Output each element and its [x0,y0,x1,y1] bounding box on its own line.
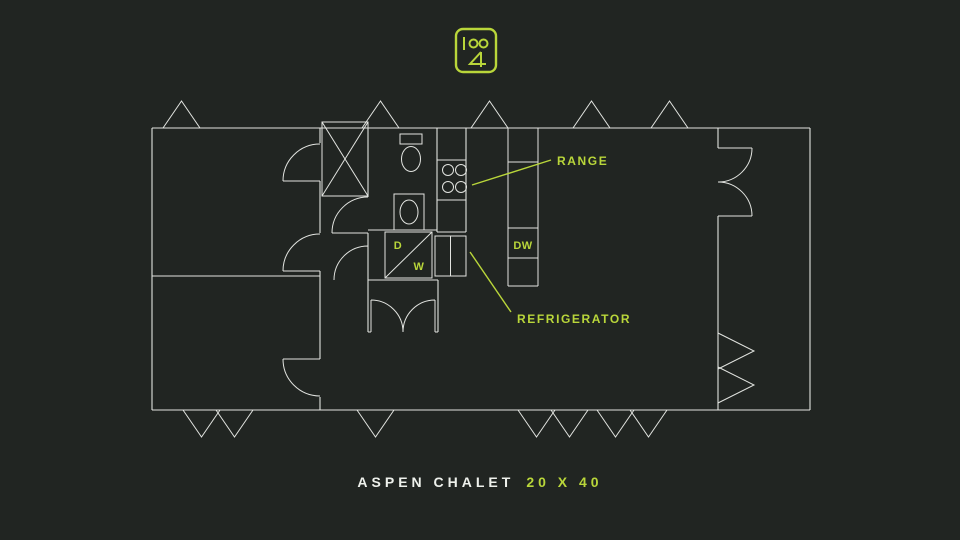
plan-caption: ASPEN CHALET 20 X 40 [0,474,960,490]
fixtures [321,121,539,287]
exterior-walls [151,127,811,411]
range-label: RANGE [557,154,608,168]
plan-title: ASPEN CHALET [357,474,515,490]
range-leader-line [471,159,552,186]
bathroom-vanity [393,193,425,231]
dryer-label: D [394,240,402,252]
windows-right [717,332,756,404]
refrigerator-fixture [434,235,467,277]
windows-bottom [182,409,668,438]
shower-stall [321,121,369,197]
brand-logo-icon [454,27,498,74]
kitchen-island-counter [507,128,539,287]
windows-top [162,100,689,129]
bedroom1-door-arc [282,143,321,182]
range-burners [442,164,467,193]
window-symbols [162,100,756,438]
washer-label: W [414,261,425,273]
refrigerator-leader-line [469,251,512,313]
refrigerator-label: REFRIGERATOR [517,312,631,326]
hall-door-arc [333,245,369,281]
walls [151,127,811,411]
bathroom-door-arc [331,196,369,234]
toilet [399,133,423,172]
washer-dryer-unit [384,231,433,279]
bedroom2-door-arc [282,358,321,397]
door-symbols [282,143,753,397]
pantry-double-door-arcs [370,299,436,333]
bedroom1-inner-door-arc [282,233,321,272]
callouts: RANGE REFRIGERATOR DW D W [394,154,631,326]
plan-dimensions: 20 X 40 [526,474,603,490]
patio-double-door-arcs [717,147,753,217]
dishwasher-label: DW [513,240,532,252]
